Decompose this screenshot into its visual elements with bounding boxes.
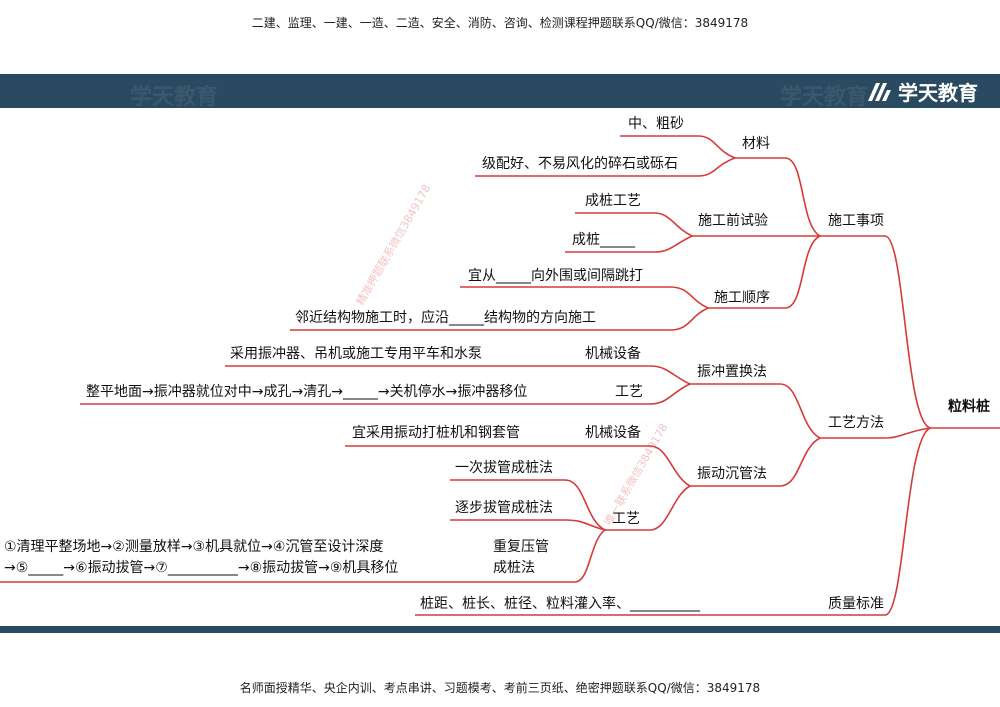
link-root-quality	[884, 427, 931, 616]
pre-test-item: 成桩_____	[572, 232, 635, 248]
materials-item: 级配好、不易风化的碎石或砾石	[482, 156, 678, 172]
quality-value: 桩距、桩长、桩径、粒料灌入率、__________	[420, 596, 700, 612]
banner-watermark: 学天教育	[130, 85, 219, 110]
node-sequence: 施工顺序	[714, 290, 770, 306]
node-vibro-sinking: 振动沉管法	[697, 466, 767, 482]
node-quality: 质量标准	[828, 596, 884, 612]
banner-watermark-right: 学天教育	[780, 85, 869, 110]
materials-item: 中、粗砂	[628, 116, 684, 132]
node-construction-notes: 施工事项	[828, 213, 884, 229]
vr-process-label: 工艺	[615, 384, 643, 400]
vs-repeat-steps: ①清理平整场地→②测量放样→③机具就位→④沉管至设计深度	[4, 539, 384, 555]
vs-equipment-value: 宜采用振动打桩机和钢套管	[352, 425, 520, 441]
banner: 学天教育 学天教育 学天教育	[0, 74, 1000, 110]
footer-note: 名师面授精华、央企内训、考点串讲、习题模考、考前三页纸、绝密押题联系QQ/微信：…	[239, 681, 761, 695]
node-pre-test: 施工前试验	[698, 213, 768, 229]
sequence-item: 宜从_____向外围或间隔跳打	[468, 268, 643, 284]
vs-process-label: 工艺	[612, 511, 640, 527]
link-root-methods	[884, 427, 931, 439]
root-node: 粒料桩	[948, 399, 990, 415]
brand-name: 学天教育	[898, 81, 978, 105]
node-materials: 材料	[742, 136, 770, 152]
vs-repeat-label-2: 成桩法	[493, 560, 535, 576]
vr-equipment-value: 采用振冲器、吊机或施工专用平车和水泵	[230, 346, 482, 362]
vs-equipment-label: 机械设备	[585, 425, 641, 441]
header-note: 二建、监理、一建、一造、二造、安全、消防、咨询、检测课程押题联系QQ/微信：38…	[251, 16, 749, 30]
sequence-item: 邻近结构物施工时，应沿_____结构物的方向施工	[295, 310, 596, 326]
brand-logo: 学天教育	[866, 77, 978, 106]
vr-process-value: 整平地面→振冲器就位对中→成孔→清孔→_____→关机停水→振冲器移位	[86, 384, 528, 400]
logo-icon	[868, 82, 891, 101]
pre-test-item: 成桩工艺	[585, 193, 641, 209]
vr-equipment-label: 机械设备	[585, 346, 641, 362]
vs-method: 一次拔管成桩法	[455, 460, 553, 476]
vs-repeat-steps-2: →⑤_____→⑥振动拔管→⑦__________→⑧振动拔管→⑨机具移位	[4, 560, 399, 576]
vs-repeat-label: 重复压管	[493, 539, 549, 555]
footer-bar	[0, 626, 1000, 633]
node-process-methods: 工艺方法	[828, 415, 884, 431]
node-vibro-replacement: 振冲置换法	[697, 364, 767, 380]
vs-method: 逐步拔管成桩法	[455, 500, 553, 516]
link-root-notes	[884, 235, 931, 429]
